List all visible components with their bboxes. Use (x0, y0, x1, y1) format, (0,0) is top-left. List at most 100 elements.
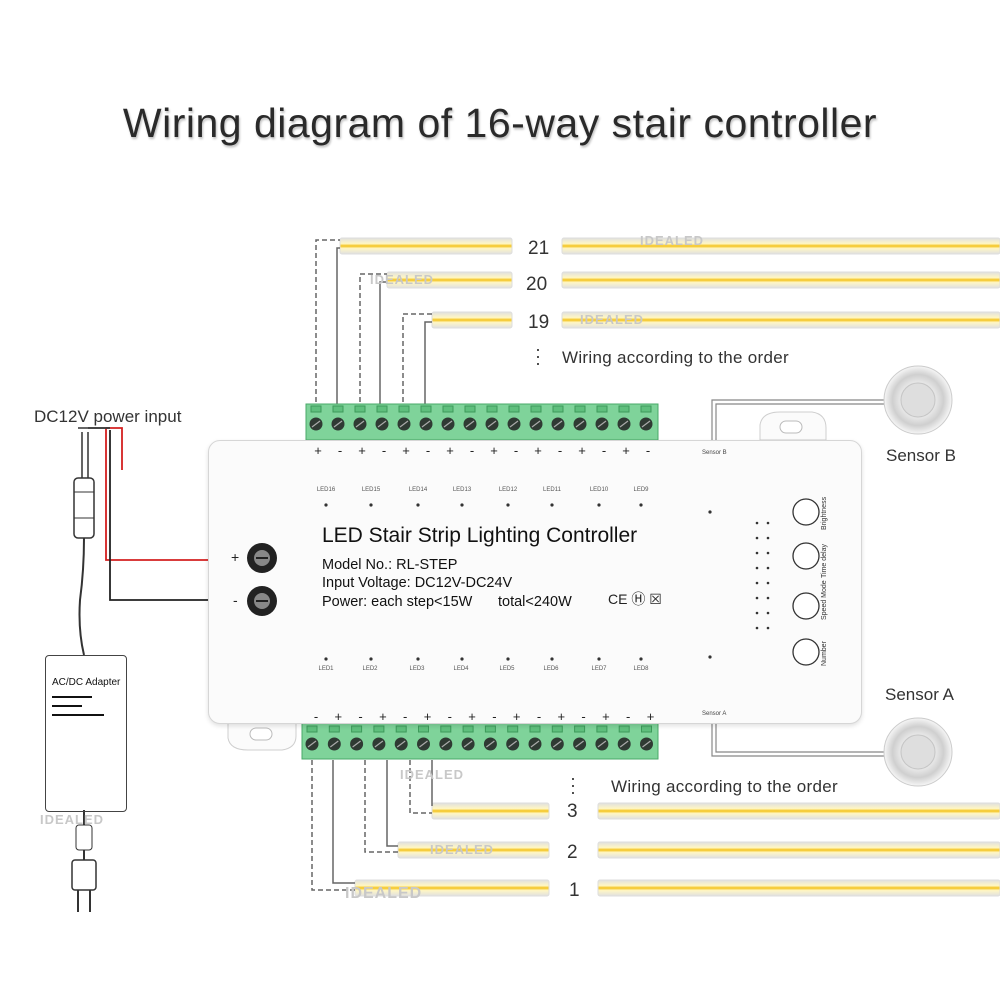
vent-dot (766, 566, 770, 570)
bottom-terminal-plus-mark: + (334, 709, 343, 724)
speed-mode-button-label: Speed Mode (821, 580, 828, 620)
input-voltage: Input Voltage: DC12V-DC24V (322, 575, 513, 591)
led-label-13: LED13 (452, 487, 472, 493)
led-label-12: LED12 (498, 487, 518, 493)
led-indicator-dot (506, 657, 510, 661)
bottom-terminal-plus-mark: + (512, 709, 521, 724)
strip-20 (386, 271, 1000, 289)
led-indicator-dot (550, 657, 554, 661)
led-indicator-dot (506, 503, 510, 507)
led-indicator-dot (639, 503, 643, 507)
bottom-terminal-plus-mark: + (379, 709, 387, 724)
vent-dot (755, 581, 759, 585)
watermark-5: IDEALED (430, 842, 495, 857)
top-terminal-plus-mark: + (490, 443, 498, 458)
led-label-1: LED1 (318, 666, 334, 672)
strip-3 (431, 802, 1000, 820)
bottom-terminal-plus-mark: + (557, 709, 566, 724)
controller-title: LED Stair Strip Lighting Controller (322, 524, 638, 547)
bottom-terminal-plus-mark: + (468, 709, 476, 724)
led-label-14: LED14 (408, 487, 428, 493)
vent-dot (766, 581, 770, 585)
brightness-button-label: Brightness (821, 496, 828, 530)
ellipsis-bottom: ··· (570, 768, 576, 802)
power-minus-label: - (233, 592, 238, 608)
led-indicator-dot (639, 657, 643, 661)
top-terminal-plus-mark: + (314, 443, 322, 458)
bottom-terminal-plus-mark: + (602, 709, 610, 724)
watermark-1: IDEALED (640, 233, 705, 248)
top-terminal-minus-mark: - (513, 443, 519, 458)
led-label-4: LED4 (453, 666, 469, 672)
led-indicator-dot (597, 657, 601, 661)
bottom-strip-wires (311, 760, 433, 891)
bottom-terminal-minus-mark: - (536, 709, 542, 724)
status-dot (708, 510, 712, 514)
led-indicator-dot (460, 503, 464, 507)
watermark-4: IDEALED (400, 767, 465, 782)
wiring-order-top: Wiring according to the order (562, 348, 789, 367)
led-indicator-dot (416, 503, 420, 507)
vent-dot (755, 521, 759, 525)
bottom-terminal-minus-mark: - (403, 709, 408, 724)
ac-cable-plug (71, 810, 97, 912)
strip-number-1: 1 (569, 880, 580, 901)
led-label-3: LED3 (409, 666, 425, 672)
strip-number-3: 3 (567, 801, 578, 822)
strip-19 (431, 311, 1000, 329)
watermark-7: IDEALED (345, 885, 423, 902)
led-indicator-dot (460, 657, 464, 661)
watermark-3: IDEALED (580, 312, 645, 327)
power-each-step: Power: each step<15W (322, 594, 473, 610)
strip-number-2: 2 (567, 842, 578, 863)
top-terminal-minus-mark: - (645, 443, 651, 458)
strip-number-19: 19 (528, 312, 550, 333)
sensor-a-label: Sensor A (885, 685, 954, 704)
vent-dot (755, 626, 759, 630)
vent-dot (766, 626, 770, 630)
top-terminal-minus-mark: - (381, 443, 387, 458)
power-total: total<240W (498, 594, 572, 610)
bottom-terminal-plus-mark: + (423, 709, 432, 724)
led-label-5: LED5 (499, 666, 515, 672)
led-indicator-dot (597, 503, 601, 507)
ac-dc-adapter (45, 655, 127, 812)
led-indicator-dot (324, 503, 328, 507)
bottom-terminal-minus-mark: - (581, 709, 586, 724)
top-terminal-plus-mark: + (402, 443, 410, 458)
watermark-6: IDEALED (40, 812, 105, 827)
led-label-10: LED10 (589, 487, 609, 493)
controller-body (208, 440, 862, 724)
sensor-b-port-label: Sensor B (702, 450, 727, 456)
ellipsis-top: ··· (535, 339, 541, 373)
led-indicator-dot (324, 657, 328, 661)
top-terminal-block (305, 403, 659, 441)
sensor-wires (711, 399, 890, 757)
power-input-label: DC12V power input (34, 407, 182, 426)
wiring-order-bottom: Wiring according to the order (611, 777, 838, 796)
vent-dot (766, 551, 770, 555)
adapter-label-lines (52, 696, 104, 716)
indicator-dots (324, 503, 770, 661)
led-label-11: LED11 (543, 487, 561, 493)
vent-dot (766, 611, 770, 615)
top-terminal-plus-mark: + (622, 443, 630, 458)
strip-21 (339, 237, 1000, 255)
led-label-8: LED8 (633, 666, 649, 672)
strip-2 (397, 841, 1000, 859)
bottom-terminal-minus-mark: - (447, 709, 452, 724)
led-label-9: LED9 (633, 487, 649, 493)
vent-dot (755, 551, 759, 555)
led-indicator-dot (550, 503, 554, 507)
top-terminal-minus-mark: - (557, 443, 563, 458)
led-label-6: LED6 (543, 666, 559, 672)
sensor-a-port-label: Sensor A (702, 711, 727, 717)
control-buttons (792, 498, 820, 666)
vent-dot (755, 536, 759, 540)
top-terminal-plus-mark: + (358, 443, 366, 458)
adapter-label: AC/DC Adapter (52, 677, 121, 688)
strip-number-20: 20 (526, 274, 548, 295)
top-terminal-minus-mark: - (469, 443, 475, 458)
led-label-15: LED15 (361, 487, 381, 493)
